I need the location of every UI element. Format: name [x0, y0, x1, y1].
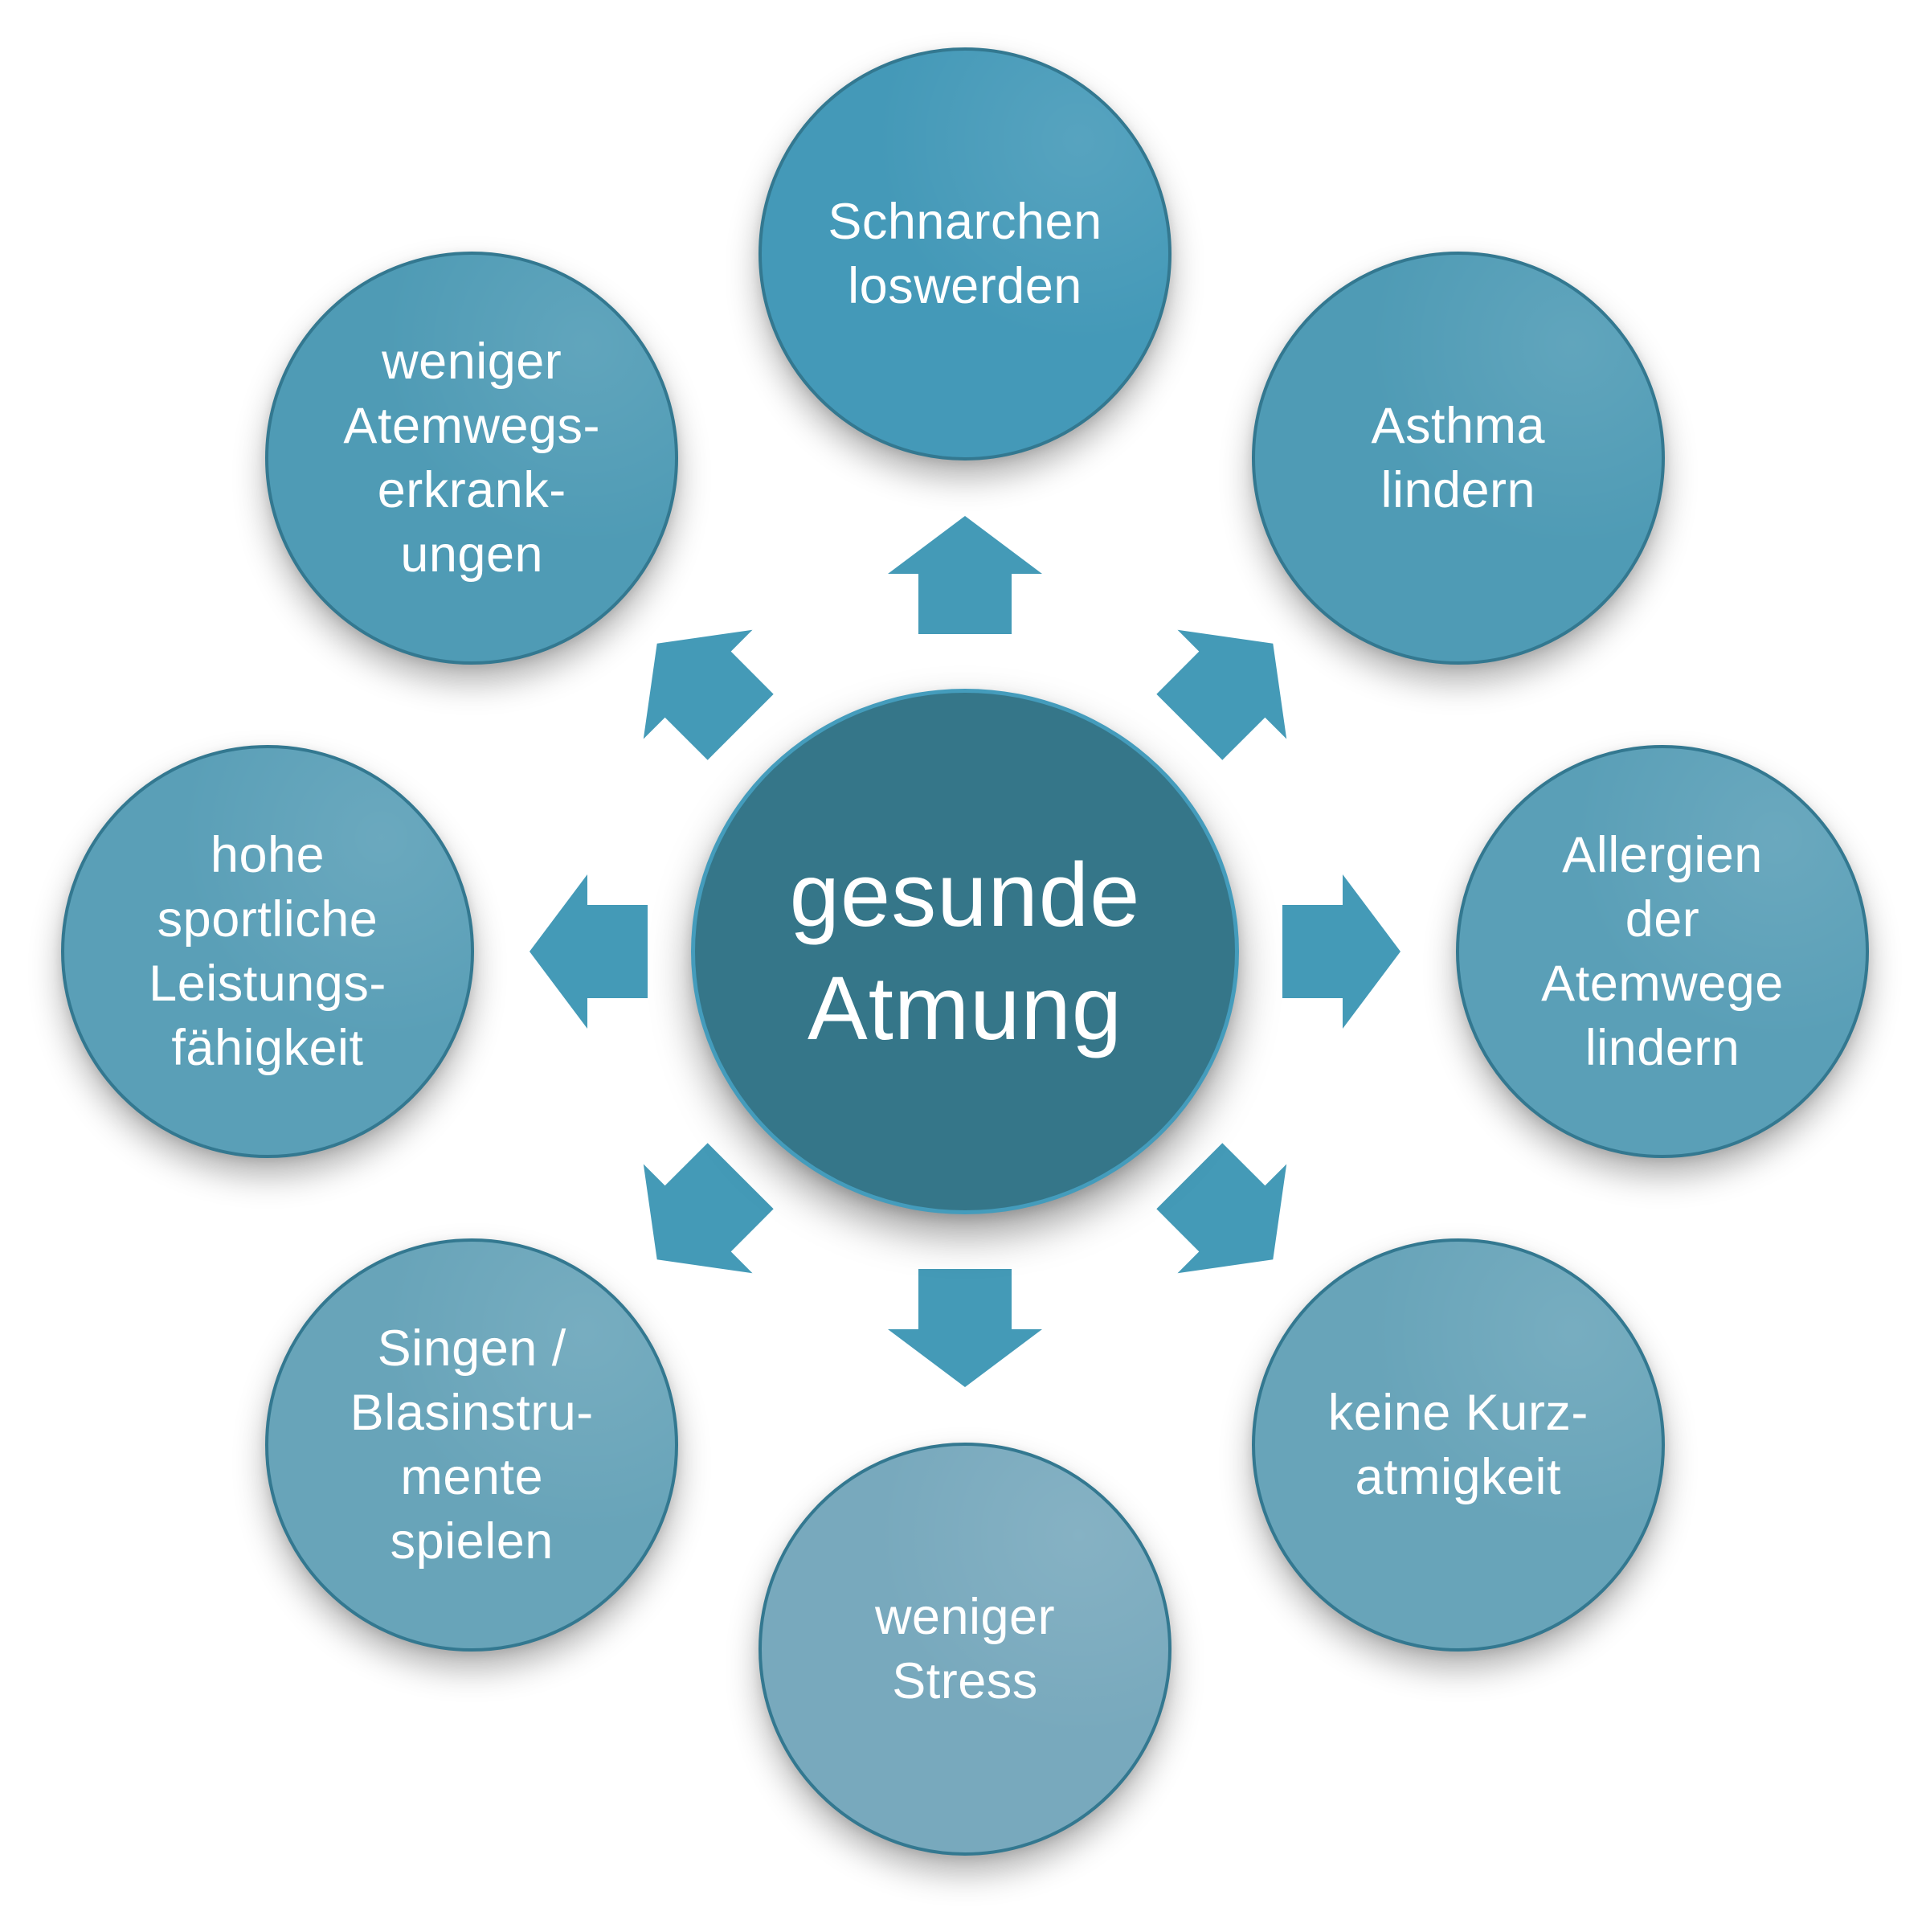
node-shortness-of-breath: keine Kurz- atmigkeit [1251, 1238, 1665, 1652]
node-singing-wind-instruments: Singen / Blasinstru- mente spielen [265, 1238, 679, 1652]
node-label: Singen / Blasinstru- mente spielen [350, 1320, 594, 1570]
center-node-label: gesunde Atmung [789, 845, 1141, 1058]
node-fewer-respiratory-diseases: weniger Atemwegs- erkrank- ungen [265, 252, 679, 665]
node-label: Asthma lindern [1371, 398, 1546, 519]
arrow-top-icon [888, 516, 1042, 634]
node-label: Schnarchen loswerden [828, 194, 1102, 314]
arrow-bottom-right-icon [1156, 1143, 1287, 1274]
node-asthma: Asthma lindern [1251, 252, 1665, 665]
node-label: Allergien der Atemwege lindern [1541, 827, 1784, 1076]
arrow-bottom-icon [888, 1269, 1042, 1387]
center-node-healthy-breathing: gesunde Atmung [691, 689, 1239, 1214]
arrow-top-left-icon [643, 629, 774, 760]
arrow-top-right-icon [1156, 629, 1287, 760]
node-less-stress: weniger Stress [759, 1443, 1171, 1856]
node-athletic-performance: hohe sportliche Leistungs- fähigkeit [61, 745, 474, 1158]
arrow-right-icon [1282, 874, 1400, 1029]
arrow-left-icon [530, 874, 648, 1029]
node-label: hohe sportliche Leistungs- fähigkeit [149, 827, 386, 1076]
node-snoring: Schnarchen loswerden [759, 47, 1171, 460]
node-allergies: Allergien der Atemwege lindern [1456, 745, 1869, 1158]
node-label: weniger Stress [874, 1589, 1056, 1709]
arrow-bottom-left-icon [643, 1143, 774, 1274]
node-label: keine Kurz- atmigkeit [1327, 1384, 1589, 1505]
node-label: weniger Atemwegs- erkrank- ungen [343, 334, 601, 583]
